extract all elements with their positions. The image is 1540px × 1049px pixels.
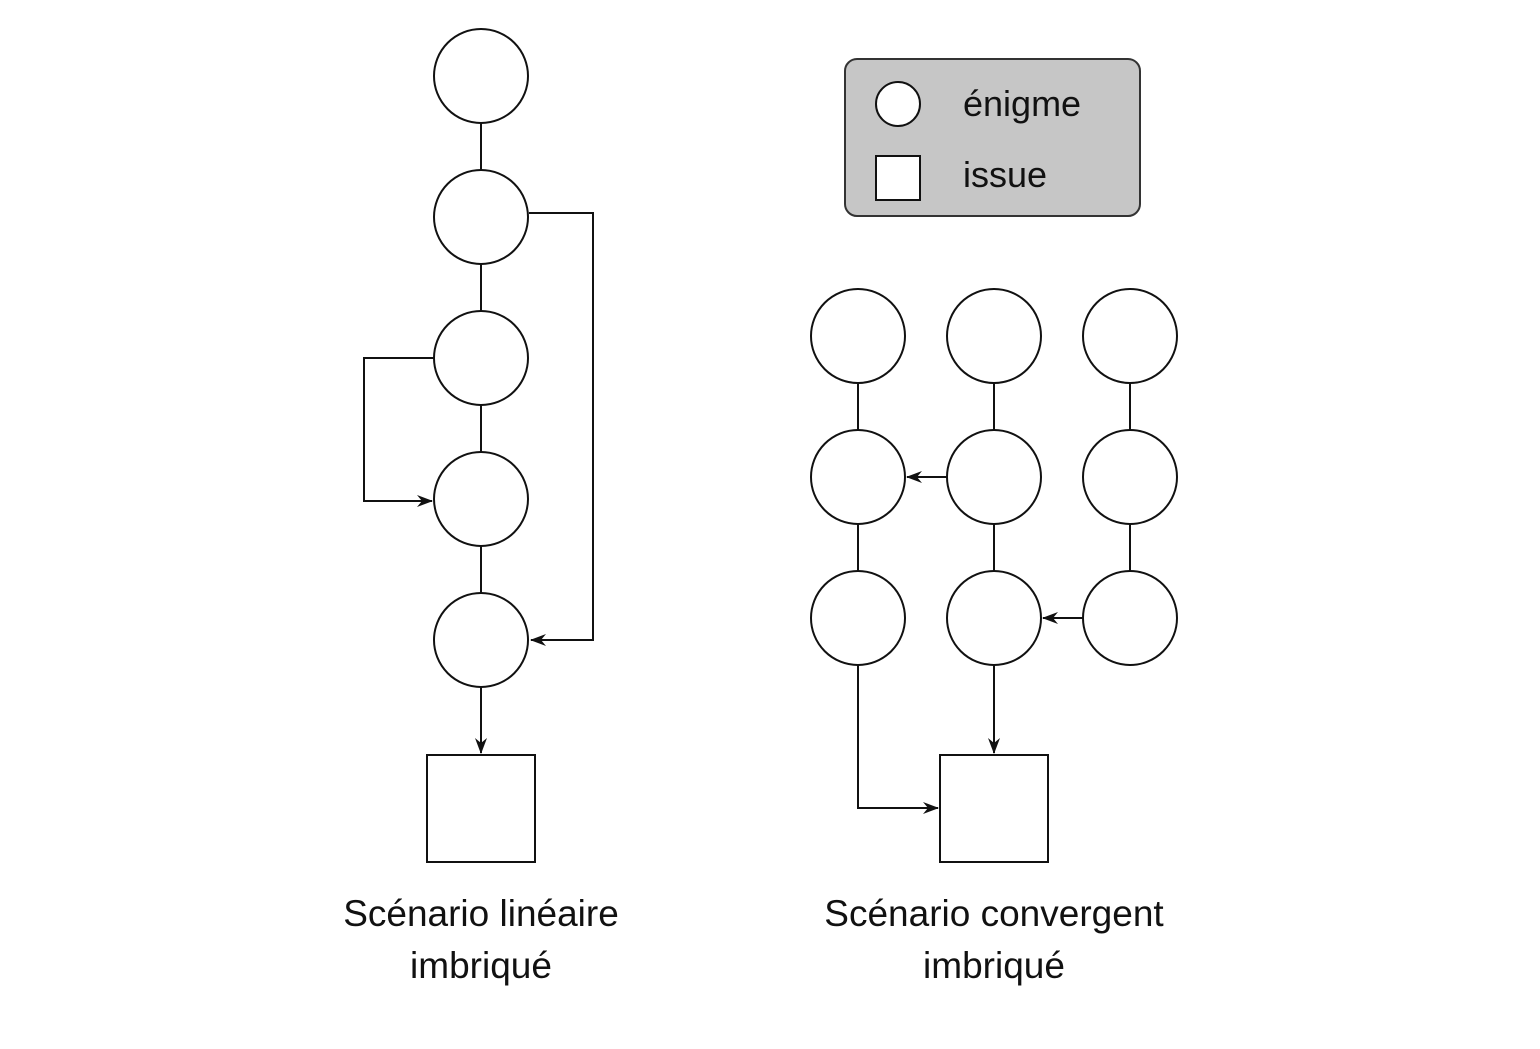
convergent-caption-line-1: Scénario convergent bbox=[824, 893, 1164, 934]
convergent-puzzle-node-c1-r1 bbox=[810, 288, 906, 384]
convergent-scenario bbox=[810, 288, 1178, 863]
convergent-caption-line-2: imbriqué bbox=[923, 945, 1065, 986]
convergent-puzzle-node-c1-r3 bbox=[810, 570, 906, 666]
linear-scenario bbox=[363, 28, 594, 863]
linear-puzzle-node-5 bbox=[433, 592, 529, 688]
linear-caption-line-2: imbriqué bbox=[410, 945, 552, 986]
linear-outcome-node bbox=[426, 754, 536, 863]
convergent-puzzle-node-c3-r2 bbox=[1082, 429, 1178, 525]
legend-outcome-icon bbox=[875, 155, 921, 201]
convergent-outcome-node bbox=[939, 754, 1049, 863]
convergent-puzzle-node-c2-r3 bbox=[946, 570, 1042, 666]
legend-puzzle-label: énigme bbox=[963, 83, 1081, 124]
linear-puzzle-node-4 bbox=[433, 451, 529, 547]
linear-puzzle-node-3 bbox=[433, 310, 529, 406]
legend-puzzle-icon bbox=[875, 81, 921, 127]
convergent-puzzle-node-c1-r2 bbox=[810, 429, 906, 525]
convergent-puzzle-node-c2-r2 bbox=[946, 429, 1042, 525]
linear-puzzle-node-1 bbox=[433, 28, 529, 124]
linear-skip-left-arrow bbox=[363, 357, 434, 507]
legend-outcome-label: issue bbox=[963, 154, 1047, 195]
linear-skip-right-arrow bbox=[529, 212, 594, 646]
convergent-puzzle-node-c3-r3 bbox=[1082, 570, 1178, 666]
convergent-scenario-caption: Scénario convergent imbriqué bbox=[744, 888, 1244, 992]
linear-scenario-caption: Scénario linéaire imbriqué bbox=[231, 888, 731, 992]
convergent-outcome-arrow-elbow bbox=[857, 665, 939, 814]
convergent-puzzle-node-c2-r1 bbox=[946, 288, 1042, 384]
convergent-puzzle-node-c3-r1 bbox=[1082, 288, 1178, 384]
linear-caption-line-1: Scénario linéaire bbox=[343, 893, 619, 934]
legend: énigme issue bbox=[844, 58, 1141, 217]
linear-puzzle-node-2 bbox=[433, 169, 529, 265]
